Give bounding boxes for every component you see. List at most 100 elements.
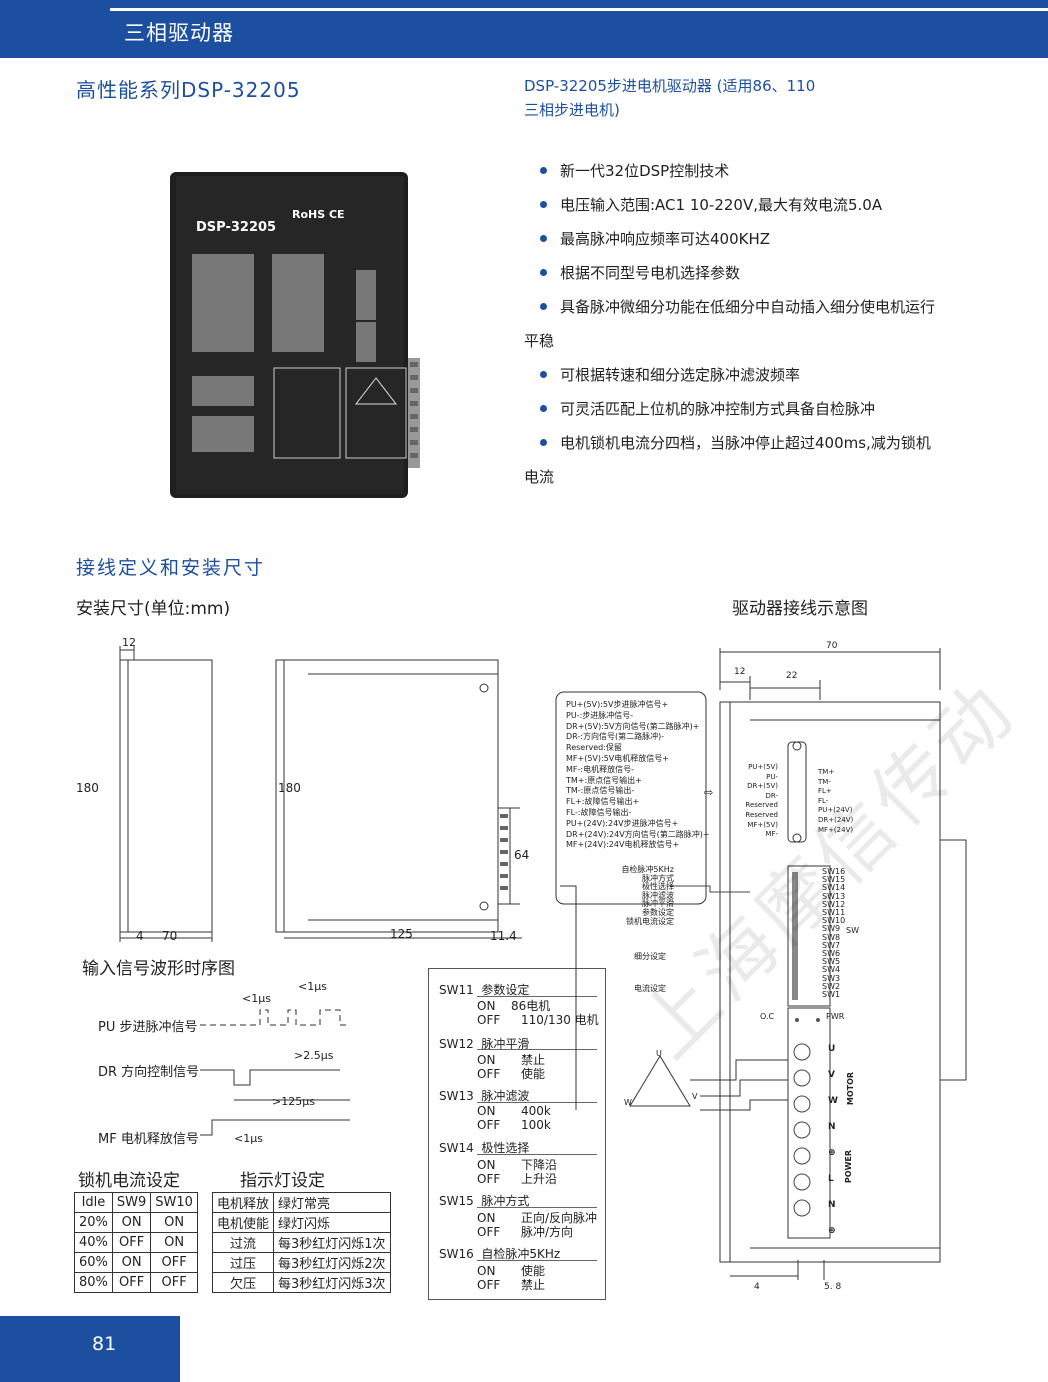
motor-u-label: U — [656, 1049, 662, 1058]
feature-item: 最高脉冲响应频率可达400KHZ — [524, 222, 994, 256]
switch-divider — [477, 1154, 597, 1155]
device-cert-marks: RoHS CE — [292, 208, 345, 221]
page-number: 81 — [92, 1333, 117, 1355]
motor-v-label: V — [692, 1092, 698, 1101]
current-label: 电流设定 — [634, 984, 666, 993]
feature-item: 可灵活匹配上位机的脉冲控制方式具备自检脉冲 — [524, 392, 994, 426]
feature-item: 可根据转速和细分选定脉冲滤波频率 — [524, 358, 994, 392]
oc-label: O.C — [760, 1012, 775, 1021]
wiring-dim-22: 22 — [786, 671, 798, 681]
table-row: 过压每3秒红灯闪烁2次 — [211, 1252, 391, 1273]
bullet-icon — [540, 201, 547, 208]
device-photo: DSP-32205 RoHS CE — [170, 172, 420, 498]
dim-180-right: 180 — [278, 781, 301, 795]
timing-label: >2.5μs — [294, 1049, 334, 1062]
indicator-table: 电机释放绿灯常亮 电机使能绿灯闪烁 过流每3秒红灯闪烁1次 过压每3秒红灯闪烁2… — [211, 1192, 391, 1293]
subdivision-label: 细分设定 — [634, 952, 666, 961]
dim-125: 125 — [390, 927, 413, 941]
feature-item: 根据不同型号电机选择参数 — [524, 256, 994, 290]
switch-divider — [477, 1207, 597, 1208]
bullet-icon — [540, 167, 547, 174]
switch-block: SW13 脉冲滤波 — [439, 1089, 530, 1103]
feature-item: 电压输入范围:AC1 10-220V,最大有效电流5.0A — [524, 188, 994, 222]
waveform-title: 输入信号波形时序图 — [82, 959, 235, 979]
mounting-drawing — [119, 646, 522, 942]
section-title: 接线定义和安装尺寸 — [76, 557, 266, 579]
page-number-box: 81 — [0, 1316, 180, 1382]
wiring-title: 驱动器接线示意图 — [732, 599, 868, 619]
waveform-diagram — [200, 1009, 350, 1136]
wiring-dim-12: 12 — [734, 667, 746, 677]
feature-item: 新一代32位DSP控制技术 — [524, 154, 994, 188]
bullet-icon — [540, 269, 547, 276]
subtitle-line-1: DSP-32205步进电机驱动器 (适用86、110 — [524, 77, 816, 95]
switch-divider — [477, 1049, 597, 1050]
switch-divider — [477, 996, 597, 997]
feature-list: 新一代32位DSP控制技术 电压输入范围:AC1 10-220V,最大有效电流5… — [524, 154, 994, 494]
db-right-labels: TM+TM-FL+FL- PU+(24V)DR+(24V)MF+(24V) — [818, 768, 854, 834]
header-stripe — [110, 8, 1048, 11]
timing-label: <1μs — [242, 992, 271, 1005]
feature-item: 电机锁机电流分四档，当脉冲停止超过400ms,减为锁机 — [524, 426, 994, 460]
dim-64: 64 — [514, 848, 530, 862]
table-row: 过流每3秒红灯闪烁1次 — [211, 1232, 391, 1253]
bullet-icon — [540, 371, 547, 378]
timing-label: >125μs — [272, 1095, 315, 1108]
switch-divider — [477, 1260, 597, 1261]
device-model-label: DSP-32205 — [196, 220, 277, 235]
mount-title: 安装尺寸(单位:mm) — [76, 599, 231, 619]
waveform-pu-label: PU 步进脉冲信号 — [98, 1020, 198, 1035]
dim-11-4: 11.4 — [490, 929, 517, 943]
motor-label: MOTOR — [846, 1071, 856, 1106]
table-row: 电机释放绿灯常亮 — [211, 1192, 391, 1213]
wiring-dim-70: 70 — [826, 641, 838, 651]
switch-block: SW14 极性选择 — [439, 1141, 530, 1155]
waveform-mf-label: MF 电机释放信号 — [98, 1132, 199, 1147]
power-label: POWER — [844, 1149, 854, 1184]
switch-group-label: SW — [846, 926, 859, 935]
dim-4-left: 4 — [136, 929, 144, 943]
indicator-title: 指示灯设定 — [240, 1171, 325, 1191]
switch-block: SW16 自检脉冲5KHz — [439, 1247, 561, 1261]
wiring-drawing — [555, 648, 967, 1280]
pwr-label: PWR — [826, 1012, 845, 1021]
wiring-dim-4: 4 — [754, 1282, 760, 1292]
arrow-icon: ⇨ — [704, 786, 714, 799]
motor-w-label: W — [624, 1098, 632, 1107]
timing-label: <1μs — [298, 980, 327, 993]
lock-current-title: 锁机电流设定 — [78, 1171, 180, 1191]
table-row: 欠压每3秒红灯闪烁3次 — [211, 1272, 391, 1293]
bullet-icon — [540, 303, 547, 310]
wiring-dim-58: 5. 8 — [824, 1282, 842, 1292]
timing-label: <1μs — [234, 1132, 263, 1145]
dim-70-left: 70 — [162, 929, 178, 943]
header-title: 三相驱动器 — [124, 21, 234, 45]
feature-continuation: 平稳 — [524, 332, 555, 350]
switch-block: SW15 脉冲方式 — [439, 1194, 530, 1208]
dim-180-left: 180 — [76, 781, 99, 795]
signal-legend: PU+(5V):5V步进脉冲信号+PU-:步进脉冲信号-DR+(5V):5V方向… — [566, 700, 710, 850]
switch-divider — [477, 1102, 597, 1103]
feature-continuation: 电流 — [524, 468, 555, 486]
switch-block: SW12 脉冲平滑 — [439, 1037, 530, 1051]
bullet-icon — [540, 405, 547, 412]
waveform-dr-label: DR 方向控制信号 — [98, 1065, 200, 1080]
